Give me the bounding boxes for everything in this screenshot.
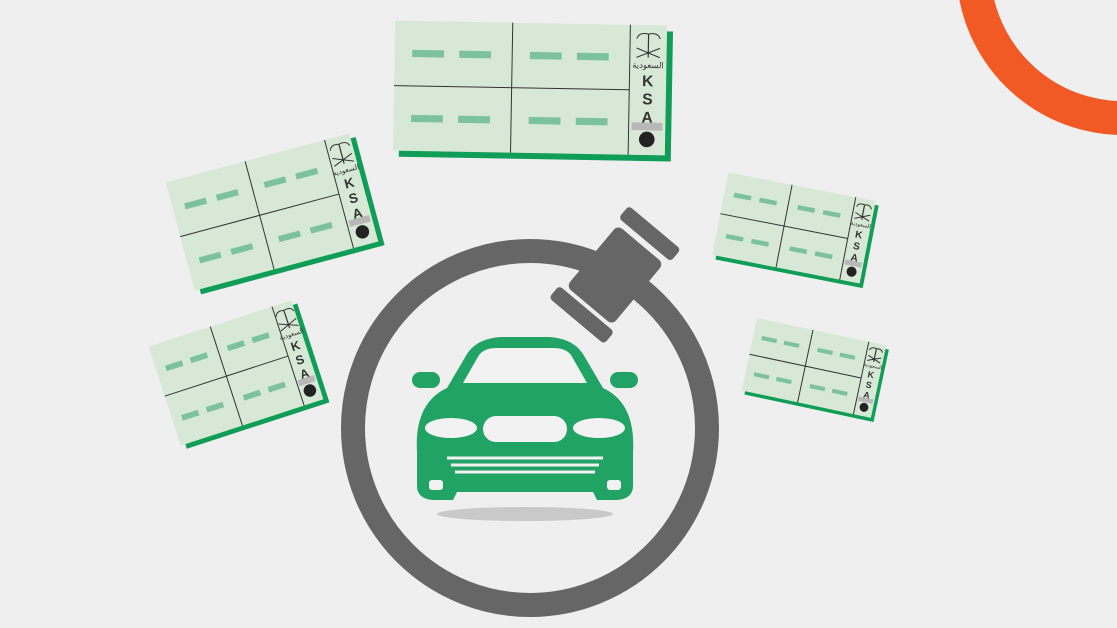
plate-dash xyxy=(226,340,246,352)
plate-dot xyxy=(303,384,317,397)
plate-dash xyxy=(412,49,445,58)
plate-dash xyxy=(165,360,184,372)
plate-arabic-label: السعودية xyxy=(632,60,664,71)
plate-dash xyxy=(733,192,752,201)
plate-letter-k: K xyxy=(867,369,876,380)
plate-dash xyxy=(750,238,770,247)
plate-letter-k: K xyxy=(343,175,357,192)
plate-dash xyxy=(295,167,319,180)
plate-gray-bar xyxy=(631,122,663,131)
plate-dash xyxy=(230,243,254,255)
plate-dash xyxy=(758,197,778,206)
plate-letter-s: S xyxy=(852,241,861,253)
plate-letter-s: S xyxy=(642,91,653,108)
palm-swords-emblem-icon xyxy=(854,203,872,222)
plate-dash xyxy=(761,335,778,344)
plate-divider xyxy=(180,193,340,238)
ring-icon xyxy=(341,239,719,617)
plate-divider xyxy=(839,197,857,280)
plate-arabic-label: السعودية xyxy=(863,362,883,372)
plate-dash xyxy=(215,189,239,201)
plate-letter-k: K xyxy=(289,338,302,354)
plate-dash xyxy=(251,332,270,344)
plate-letter-s: S xyxy=(294,352,306,368)
plate-dash xyxy=(411,114,443,123)
plate-dash xyxy=(198,251,222,264)
plate-dot xyxy=(846,266,857,277)
plate-divider xyxy=(627,24,631,155)
plate-dash xyxy=(267,381,286,393)
plate-letter-k: K xyxy=(642,73,654,90)
plate-dash xyxy=(831,388,848,396)
plate-divider xyxy=(271,306,305,406)
plate-dash xyxy=(789,246,808,255)
plate-dash xyxy=(459,50,492,59)
plate-dash xyxy=(814,251,833,260)
plate-dash xyxy=(458,115,490,124)
plate-dash xyxy=(263,176,287,189)
plate-dash xyxy=(575,117,608,126)
plate-dash xyxy=(817,347,834,356)
plate-gray-bar xyxy=(297,375,316,387)
plate-dash xyxy=(576,52,609,61)
plate-letter-k: K xyxy=(854,229,864,241)
plate-divider xyxy=(852,341,870,415)
plate-letter-s: S xyxy=(347,190,360,207)
plate-divider xyxy=(720,213,848,239)
plate-letter-s: S xyxy=(865,379,873,390)
plate-gray-bar xyxy=(844,259,863,268)
plate-divider xyxy=(394,85,630,91)
plate-divider xyxy=(164,355,289,397)
car-icon xyxy=(412,337,638,521)
plate-dash xyxy=(205,401,225,413)
plate-letter-a: A xyxy=(641,109,653,126)
plate-dash xyxy=(189,352,209,364)
plate-gray-bar xyxy=(348,214,371,228)
plate-dash xyxy=(528,116,561,125)
plate-divider xyxy=(324,139,354,249)
plate-dash xyxy=(277,230,301,243)
palm-swords-emblem-icon xyxy=(329,142,354,167)
plate-dash xyxy=(309,221,333,234)
palm-swords-emblem-icon xyxy=(636,33,661,59)
palm-swords-emblem-icon xyxy=(275,308,299,332)
plate-dot xyxy=(638,131,655,148)
plate-dash xyxy=(822,209,841,218)
palm-swords-emblem-icon xyxy=(867,347,883,364)
plate-letter-a: A xyxy=(862,389,871,400)
plate-dash xyxy=(725,233,744,242)
plate-gray-bar xyxy=(857,396,874,404)
plate-dot xyxy=(859,402,869,412)
gavel-icon xyxy=(550,207,680,343)
plate-dash xyxy=(181,409,200,421)
plate-dash xyxy=(753,372,770,380)
license-plate-top: السعودية KSA xyxy=(392,20,674,162)
plate-dash xyxy=(783,340,800,348)
orange-arc-icon xyxy=(959,0,1117,135)
plate-dash xyxy=(809,384,826,392)
plate-dash xyxy=(797,205,816,213)
plate-dash xyxy=(529,51,562,60)
plate-dash xyxy=(775,376,792,385)
plate-letter-a: A xyxy=(850,252,860,264)
plate-dash xyxy=(184,197,208,210)
plate-arabic-label: السعودية xyxy=(850,220,871,230)
plate-dash xyxy=(242,389,262,401)
plate-divider xyxy=(749,353,862,379)
plate-dash xyxy=(839,352,856,360)
plate-dot xyxy=(355,225,370,239)
